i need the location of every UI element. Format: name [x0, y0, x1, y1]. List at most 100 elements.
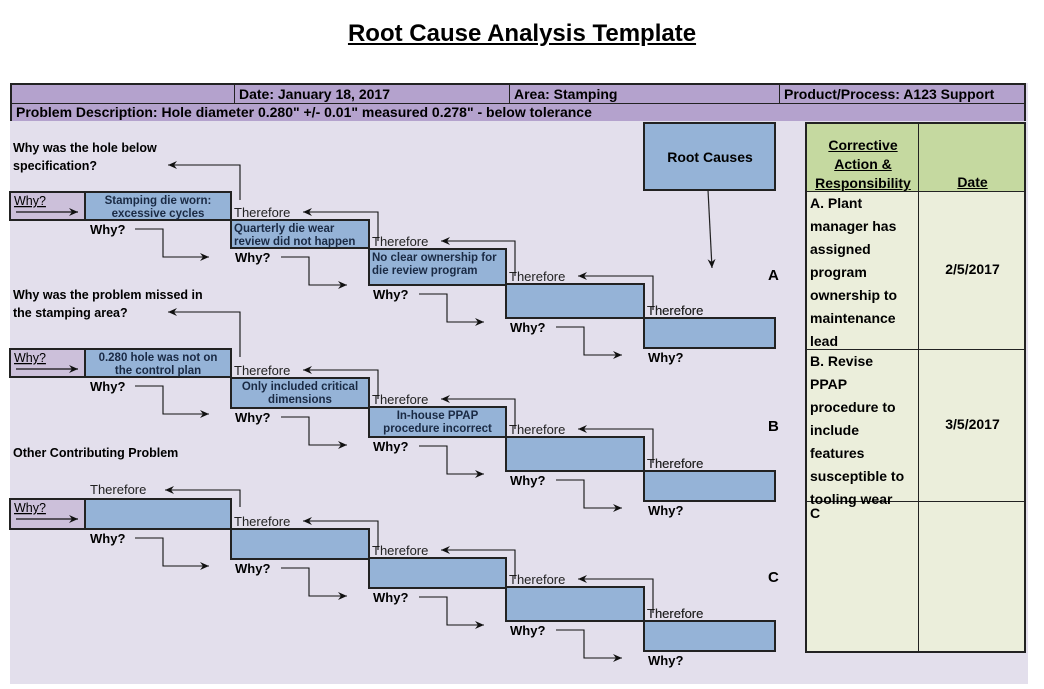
cause-text: No clear ownership for [372, 252, 497, 264]
therefore-label: Therefore [509, 269, 565, 284]
therefore-label: Therefore [647, 303, 703, 318]
cause-text: procedure incorrect [383, 423, 492, 435]
why-label: Why? [510, 473, 545, 488]
cause-box [505, 586, 645, 622]
cause-text: excessive cycles [112, 208, 205, 220]
why-arrow [419, 293, 484, 326]
why-arrow [419, 596, 484, 629]
header-date: Date: January 18, 2017 [234, 85, 509, 103]
why-label: Why? [648, 503, 683, 518]
therefore-label: Therefore [647, 456, 703, 471]
corrective-action-date: 2/5/2017 [945, 261, 1000, 277]
problem-description: Problem Description: Hole diameter 0.280… [16, 104, 592, 120]
corrective-action-header: Corrective Action & Responsibility Date [807, 124, 1024, 192]
why-chain-b: Why was the problem missed in the stampin… [9, 288, 779, 518]
root-causes-group: Root Causes [643, 122, 776, 269]
therefore-label: Therefore [509, 572, 565, 587]
back-arrow [441, 395, 516, 429]
back-arrow [578, 575, 654, 613]
why-label: Why? [90, 222, 125, 237]
chain-question: the stamping area? [13, 306, 128, 320]
chain-question: Why was the problem missed in [13, 288, 203, 302]
why-arrow [135, 228, 209, 261]
cause-box [505, 283, 645, 319]
why-arrow [281, 256, 347, 289]
back-arrow [441, 546, 516, 579]
therefore-label: Therefore [647, 606, 703, 621]
why-start-label: Why? [14, 194, 46, 208]
why-label: Why? [373, 287, 408, 302]
cause-text: Only included critical [242, 381, 358, 393]
why-arrow [135, 385, 209, 418]
corrective-action-row-c: C [807, 502, 1024, 651]
therefore-label: Therefore [509, 422, 565, 437]
why-label: Why? [510, 320, 545, 335]
therefore-label: Therefore [234, 205, 290, 220]
why-chain-c: Other Contributing ProblemWhy?Why?Theref… [9, 446, 779, 668]
cause-text: review did not happen [234, 236, 355, 248]
therefore-label: Therefore [234, 514, 290, 529]
cause-text: the control plan [115, 365, 201, 377]
cause-box [643, 620, 776, 652]
column-divider [918, 124, 919, 651]
root-causes-label: Root Causes [667, 149, 753, 165]
back-arrow [168, 308, 241, 357]
corrective-action-date: 3/5/2017 [945, 416, 1000, 432]
header-area: Area: Stamping [509, 85, 779, 103]
cause-text: Stamping die worn: [105, 195, 212, 207]
why-arrow [281, 567, 347, 600]
corrective-action-table: Corrective Action & Responsibility Date … [805, 122, 1026, 653]
cause-text: dimensions [268, 394, 332, 406]
cause-box [230, 528, 370, 560]
therefore-label: Therefore [647, 606, 703, 621]
why-label: Why? [373, 439, 408, 454]
back-arrow [303, 366, 379, 399]
header-row-info: Date: January 18, 2017 Area: Stamping Pr… [12, 85, 1024, 104]
back-arrow [165, 486, 241, 507]
why-start-label: Why? [14, 501, 46, 515]
root-causes-arrow [707, 189, 716, 269]
chain-letter: C [768, 569, 779, 586]
why-label: Why? [90, 379, 125, 394]
back-arrow [578, 425, 654, 463]
header-row-problem: Problem Description: Hole diameter 0.280… [12, 104, 1024, 121]
why-chain-a: Why was the hole below specification? Why?… [9, 141, 779, 365]
therefore-label: Therefore [647, 456, 703, 471]
cause-box [643, 317, 776, 349]
therefore-label: Therefore [647, 303, 703, 318]
back-arrow [303, 208, 379, 241]
cause-text: die review program [372, 265, 477, 277]
chain-letter: A [768, 267, 779, 284]
therefore-label: Therefore [372, 392, 428, 407]
cause-box [368, 406, 507, 438]
why-arrow [556, 326, 622, 359]
cause-box [230, 219, 370, 249]
why-label: Why? [90, 531, 125, 546]
why-label: Why? [235, 561, 270, 576]
cause-box [84, 191, 232, 221]
why-label: Why? [510, 623, 545, 638]
header-table: Date: January 18, 2017 Area: Stamping Pr… [10, 83, 1026, 121]
chain-question: Why was the hole below [13, 141, 157, 155]
therefore-label: Therefore [234, 363, 290, 378]
why-arrow [556, 629, 622, 662]
header-corrective-action: Corrective Action & Responsibility [815, 137, 911, 191]
why-label: Why? [235, 410, 270, 425]
chain-question: specification? [13, 159, 97, 173]
cause-box [643, 470, 776, 502]
cause-box [505, 436, 645, 472]
back-arrow [168, 161, 241, 200]
why-start-label: Why? [14, 351, 46, 365]
why-arrow [135, 537, 209, 570]
cause-box [230, 377, 370, 409]
why-label: Why? [648, 653, 683, 668]
therefore-label: Therefore [372, 543, 428, 558]
cause-box [368, 557, 507, 589]
header-date-column: Date [957, 174, 988, 190]
why-label: Why? [235, 250, 270, 265]
